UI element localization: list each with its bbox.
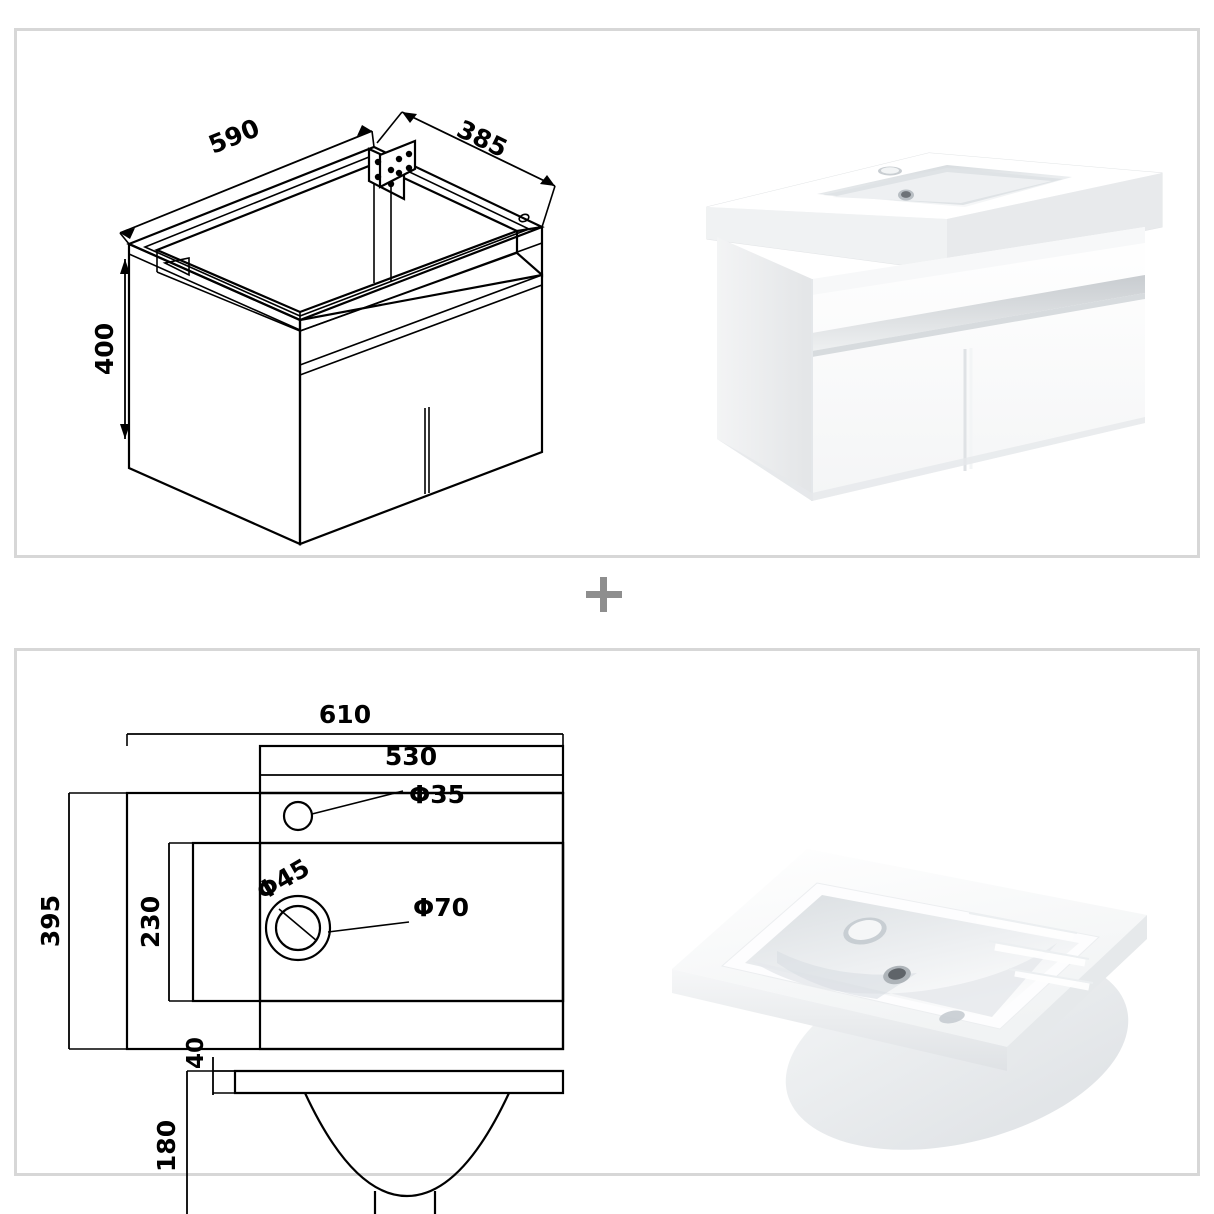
cabinet-panel: 590 385 400 [14, 28, 1200, 558]
dimension-530: 530 [259, 742, 564, 791]
basin-drawing: Φ35 Φ45 Φ70 610 [17, 651, 1197, 1214]
tap-hole: Φ35 [282, 780, 465, 832]
dimension-395-label: 395 [36, 895, 65, 947]
corner-bracket-small [162, 257, 190, 277]
dimension-40: 40 [183, 1037, 239, 1095]
basin-top-view [125, 744, 565, 1051]
dimension-230-label: 230 [136, 896, 165, 948]
photo-cabinet-body [717, 227, 1145, 501]
dimension-400-label: 400 [90, 323, 119, 375]
tap-hole-label: Φ35 [409, 780, 465, 809]
corner-bracket-icon [367, 139, 417, 281]
dimension-40-label: 40 [183, 1037, 209, 1069]
basin-panel: Φ35 Φ45 Φ70 610 [14, 648, 1200, 1214]
plus-bar-vertical [600, 577, 607, 612]
plus-separator-icon [580, 570, 628, 618]
cabinet-door-split [424, 407, 430, 494]
dimension-400: 400 [90, 259, 130, 439]
photo-basin-top [706, 152, 1163, 272]
cabinet-left-bevel [128, 244, 301, 331]
cabinet-door-rail [299, 242, 543, 376]
dimension-395: 395 [36, 792, 129, 1050]
cabinet-photo [17, 31, 1197, 555]
basin-side-elevation [233, 1069, 565, 1214]
dimension-180-label: 180 [152, 1120, 181, 1172]
cabinet-drawing: 590 385 400 [17, 31, 1197, 555]
basin-photo [17, 651, 1197, 1173]
dimension-610: 610 [126, 700, 564, 746]
dimension-180: 180 [152, 1070, 237, 1214]
cabinet-hole [518, 213, 530, 223]
dimension-610-label: 610 [319, 700, 371, 729]
waste-outer-label: Φ70 [413, 893, 469, 922]
photo-basin-slab [672, 849, 1147, 1071]
dimension-230: 230 [136, 842, 195, 1002]
dimension-530-label: 530 [385, 742, 437, 771]
